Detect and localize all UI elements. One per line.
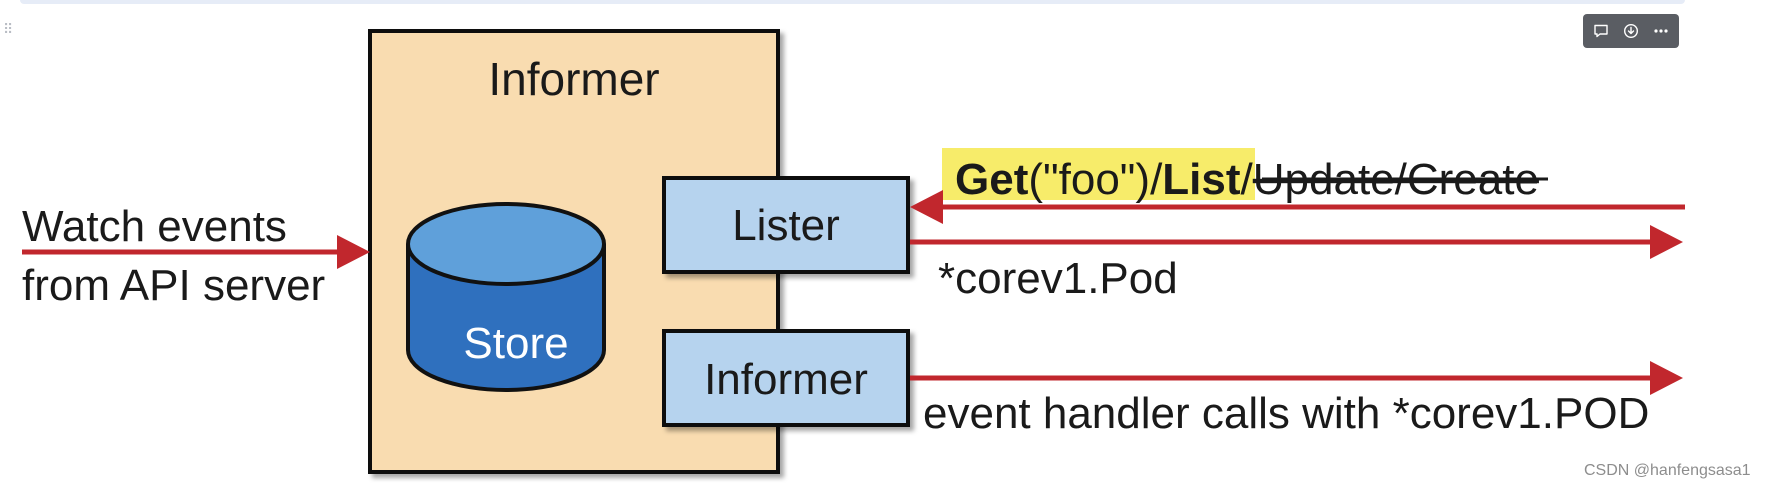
event-handler-label: event handler calls with *corev1.POD (923, 389, 1649, 438)
image-toolbar (1583, 14, 1679, 48)
store-label: Store (463, 319, 568, 368)
more-icon[interactable] (1647, 17, 1675, 45)
return-arrow-head (1650, 225, 1683, 259)
lister-box (662, 176, 910, 274)
drag-handle-icon[interactable]: ⠿ (3, 21, 13, 37)
ops-list: List (1162, 155, 1241, 204)
ops-foo-arg: ("foo")/ (1028, 155, 1163, 204)
watch-events-line2: from API server (22, 261, 325, 310)
ops-get: Get (955, 155, 1029, 204)
top-strip (20, 0, 1685, 4)
watermark: CSDN @hanfengsasa1 (1584, 462, 1751, 479)
request-arrow-head (910, 190, 943, 224)
lister-return-label: *corev1.Pod (938, 254, 1178, 303)
informer-component-label: Informer (704, 355, 868, 404)
comment-icon[interactable] (1587, 17, 1615, 45)
download-icon[interactable] (1617, 17, 1645, 45)
informer-component-box (662, 329, 910, 427)
ops-highlight (942, 148, 1255, 200)
watch-events-line1: Watch events (22, 202, 287, 251)
lister-label: Lister (732, 201, 840, 250)
ops-slash: / (1241, 155, 1254, 204)
informer-box-title: Informer (488, 53, 659, 105)
store-cylinder: Store (406, 202, 606, 392)
event-arrow-head (1650, 361, 1683, 395)
watch-arrow-head (337, 235, 370, 269)
